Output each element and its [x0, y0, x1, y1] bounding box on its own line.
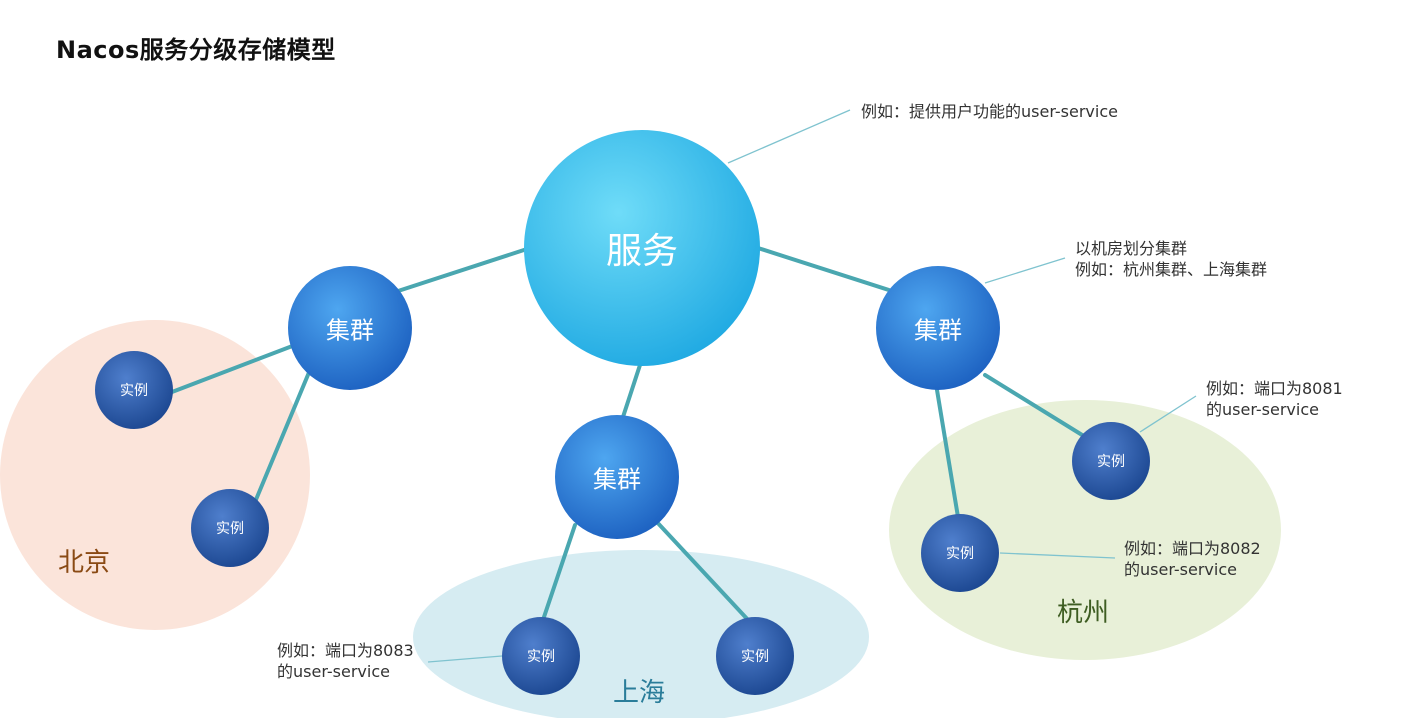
cluster-note-line1: 以机房划分集群	[1075, 239, 1188, 258]
instance-label-hangzhou-2: 实例	[946, 546, 974, 562]
instance-8083-note: 例如：端口为8083 的user-service	[277, 640, 414, 682]
cluster-label-center: 集群	[593, 465, 641, 494]
connector-service-cluster-left	[393, 246, 532, 294]
instance-label-beijing-2: 实例	[216, 521, 244, 537]
shanghai-label: 上海	[613, 678, 666, 708]
instance-node-beijing-1	[95, 351, 173, 429]
leader-cluster-note	[984, 257, 1066, 284]
cluster-node-right	[876, 266, 1000, 390]
instance-label-beijing-1: 实例	[120, 383, 148, 399]
instance-node-beijing-2	[191, 489, 269, 567]
service-node	[524, 130, 760, 366]
cluster-label-left: 集群	[326, 316, 374, 345]
instance-node-shanghai-2	[716, 617, 794, 695]
connector-service-cluster-right	[756, 246, 897, 294]
connector-cluster-right-instance-2	[935, 388, 960, 519]
instance-8083-note-line2: 的user-service	[277, 662, 390, 681]
instance-8082-note-line2: 的user-service	[1124, 560, 1237, 579]
instance-node-hangzhou-1	[1072, 422, 1150, 500]
leader-8083-note	[427, 655, 503, 663]
page-title: Nacos服务分级存储模型	[56, 36, 336, 64]
service-note-text: 例如：提供用户功能的user-service	[861, 102, 1118, 121]
connector-cluster-left-instance-2	[253, 368, 312, 504]
instance-label-shanghai-1: 实例	[527, 649, 555, 665]
instance-node-hangzhou-2	[921, 514, 999, 592]
connector-cluster-left-instance-1	[170, 343, 297, 394]
leader-8081-note	[1139, 395, 1197, 433]
instance-8082-note: 例如：端口为8082 的user-service	[1124, 538, 1261, 580]
connector-service-cluster-center	[620, 363, 642, 422]
cluster-note: 以机房划分集群 例如：杭州集群、上海集群	[1075, 238, 1267, 280]
service-label: 服务	[605, 231, 679, 272]
hangzhou-region	[889, 400, 1281, 660]
service-note: 例如：提供用户功能的user-service	[861, 101, 1118, 122]
connector-cluster-center-instance-1	[541, 523, 577, 622]
cluster-note-line2: 例如：杭州集群、上海集群	[1075, 260, 1268, 279]
instance-8081-note: 例如：端口为8081 的user-service	[1206, 378, 1343, 420]
connector-cluster-right-instance-1	[983, 373, 1089, 440]
instance-8082-note-line1: 例如：端口为8082	[1124, 539, 1261, 558]
instance-label-hangzhou-1: 实例	[1097, 454, 1125, 470]
instance-node-shanghai-1	[502, 617, 580, 695]
cluster-node-center	[555, 415, 679, 539]
cluster-node-left	[288, 266, 412, 390]
cluster-label-right: 集群	[914, 316, 962, 345]
instance-8081-note-line1: 例如：端口为8081	[1206, 379, 1343, 398]
beijing-label: 北京	[58, 548, 111, 578]
hangzhou-label: 杭州	[1057, 598, 1110, 628]
leader-service-note	[727, 109, 851, 164]
instance-8083-note-line1: 例如：端口为8083	[277, 641, 414, 660]
connector-cluster-center-instance-2	[653, 518, 752, 624]
instance-label-shanghai-2: 实例	[741, 649, 769, 665]
instance-8081-note-line2: 的user-service	[1206, 400, 1319, 419]
leader-8082-note	[999, 552, 1116, 559]
